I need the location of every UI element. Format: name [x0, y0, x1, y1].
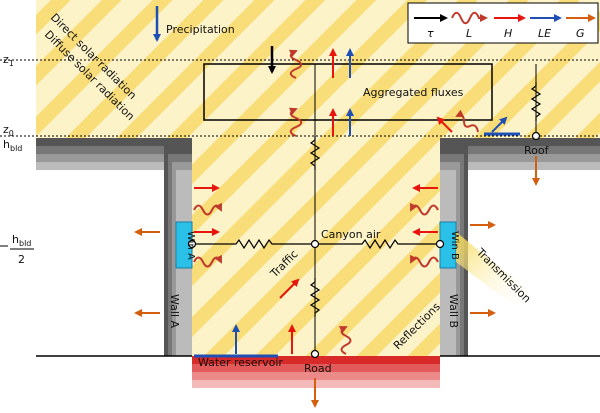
resistor-roof	[530, 82, 542, 121]
hbld-label: hbld	[3, 138, 22, 153]
wall-a-label: Wall A	[168, 294, 181, 329]
legend-g: G	[576, 27, 585, 40]
legend: τ L H LE G	[407, 2, 599, 44]
svg-text:hbld: hbld	[12, 233, 31, 248]
resistor-road	[309, 278, 321, 317]
wall-b-l-wave-bottom	[410, 254, 439, 268]
z1-label: z1	[3, 53, 14, 68]
wall-b-label: Wall B	[447, 294, 460, 328]
traffic-h-arrow	[279, 278, 300, 299]
l-wave-bottom	[288, 107, 303, 137]
roof-h-arrow	[436, 116, 453, 133]
svg-text:2: 2	[18, 253, 25, 266]
win-a-l-wave-top	[193, 202, 222, 216]
transmission-beam	[456, 232, 530, 310]
roof-l-wave	[455, 109, 479, 133]
win-a-label: Win A	[185, 231, 196, 260]
precipitation-label: Precipitation	[166, 23, 235, 36]
l-wave-top	[288, 49, 303, 79]
resistor-wall-a	[192, 238, 315, 250]
legend-le: LE	[538, 27, 551, 40]
node-canyon-air	[310, 239, 320, 249]
win-a-l-wave-bottom	[193, 254, 222, 268]
resistor-box-canyon	[309, 136, 321, 170]
legend-l: L	[466, 27, 472, 40]
half-hbld-label: hbld 2	[0, 233, 34, 266]
win-b-label: Win B	[449, 231, 460, 260]
aggregated-fluxes-label: Aggregated fluxes	[363, 86, 464, 99]
node-wall-a	[187, 239, 197, 249]
canyon-air-label: Canyon air	[321, 228, 381, 241]
resistor-wall-b	[315, 238, 440, 250]
wall-b-l-wave-top	[410, 202, 439, 216]
legend-l-wave	[451, 11, 480, 25]
node-roof	[531, 131, 541, 141]
node-wall-b	[435, 239, 445, 249]
aggregated-fluxes-box	[203, 63, 493, 121]
water-reservoir-label: Water reservoir	[198, 356, 283, 369]
road-l-wave	[338, 326, 352, 355]
z0-label: z0	[3, 123, 14, 138]
road-label: Road	[304, 362, 332, 375]
legend-tau: τ	[427, 27, 434, 40]
roof-le-arrow	[491, 116, 508, 133]
node-road	[310, 349, 320, 359]
roof-label: Roof	[524, 144, 550, 157]
legend-h: H	[504, 27, 512, 40]
